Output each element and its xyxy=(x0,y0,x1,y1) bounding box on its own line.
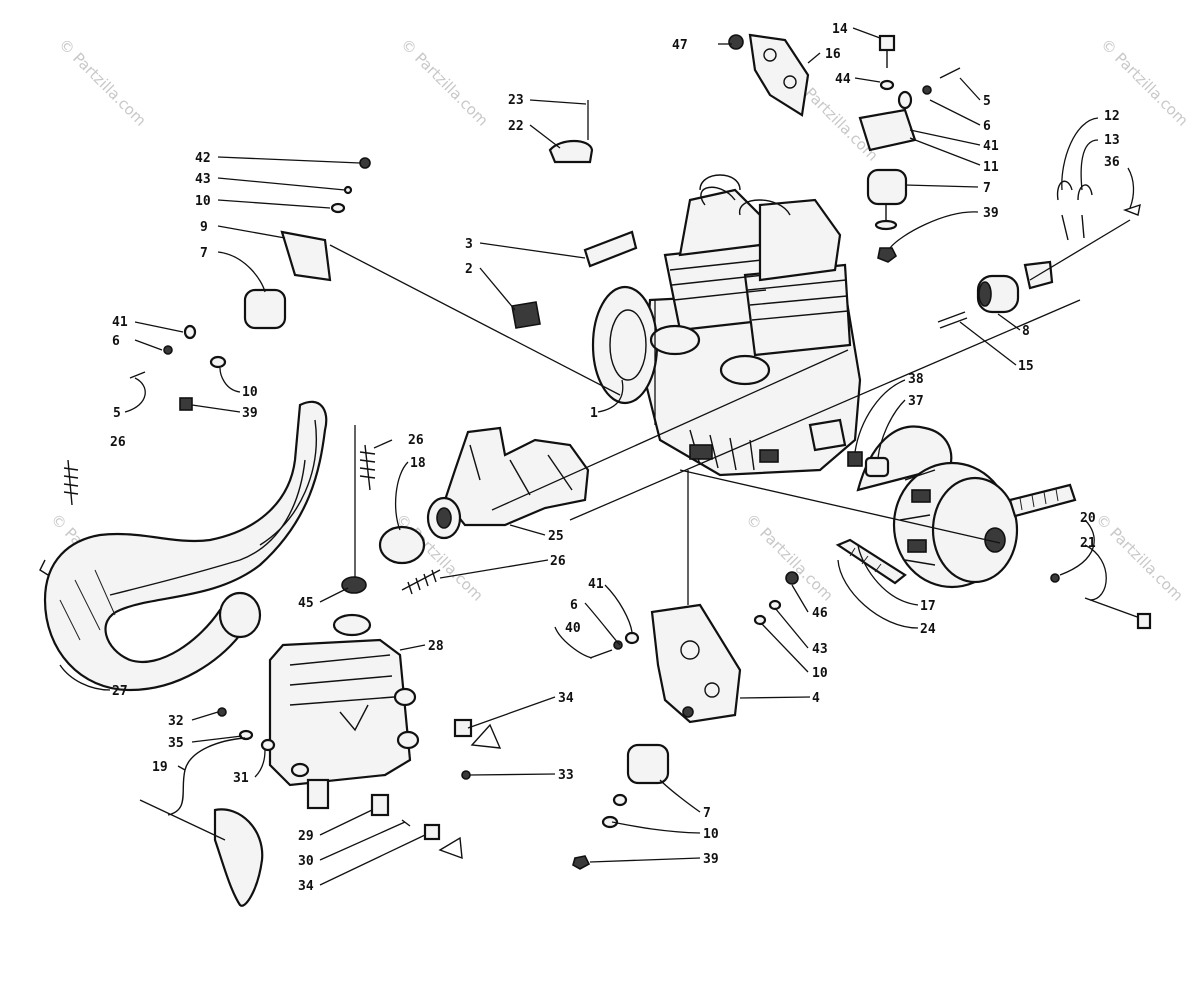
callout-label: 26 xyxy=(550,554,566,569)
callout-label: 43 xyxy=(812,642,828,657)
callout-label: 18 xyxy=(410,456,426,471)
callout-label: 7 xyxy=(200,246,208,261)
callout-label: 19 xyxy=(152,760,168,775)
callout-label: 20 xyxy=(1080,511,1096,526)
callout-label: 39 xyxy=(242,406,258,421)
callout-label: 9 xyxy=(200,220,208,235)
manifold-icon xyxy=(426,426,590,540)
callout-label: 8 xyxy=(1022,324,1030,339)
bracket-icon xyxy=(280,230,332,282)
callout-labels: 47 16 14 44 5 23 22 6 41 11 7 39 12 13 3… xyxy=(110,22,1120,894)
callout-label: 17 xyxy=(920,599,936,614)
leader-lines xyxy=(59,27,1135,886)
callout-label: 41 xyxy=(112,315,128,330)
callout-label: 5 xyxy=(983,94,991,109)
callout-label: 10 xyxy=(242,385,258,400)
bracket-icon xyxy=(748,33,810,117)
spring-icon xyxy=(63,459,79,506)
callout-label: 37 xyxy=(908,394,924,409)
watermark: © Partzilla.com xyxy=(397,35,492,130)
callout-label: 47 xyxy=(672,38,688,53)
callout-label: 11 xyxy=(983,160,999,175)
gasket-icon xyxy=(341,576,367,594)
heat-shield-icon xyxy=(213,808,264,907)
callout-label: 30 xyxy=(298,854,314,869)
spacer-icon xyxy=(847,451,863,467)
callout-label: 33 xyxy=(558,768,574,783)
callout-label: 10 xyxy=(812,666,828,681)
callout-label: 29 xyxy=(298,829,314,844)
callout-label: 40 xyxy=(565,621,581,636)
callout-label: 7 xyxy=(703,806,711,821)
callout-label: 26 xyxy=(408,433,424,448)
callout-label: 34 xyxy=(298,879,314,894)
callout-label: 43 xyxy=(195,172,211,187)
callout-label: 1 xyxy=(590,406,598,421)
callout-label: 13 xyxy=(1104,133,1120,148)
callout-label: 42 xyxy=(195,151,211,166)
callout-label: 39 xyxy=(703,852,719,867)
callout-label: 35 xyxy=(168,736,184,751)
watermark: © Partzilla.com xyxy=(742,510,837,605)
engine-icon xyxy=(591,174,862,477)
callout-label: 22 xyxy=(508,119,524,134)
spacer-icon xyxy=(864,456,890,478)
mount-icon xyxy=(243,288,287,330)
cover-icon xyxy=(548,139,594,164)
callout-label: 6 xyxy=(112,334,120,349)
mount-icon xyxy=(866,168,908,206)
callout-label: 6 xyxy=(983,119,991,134)
callout-label: 36 xyxy=(1104,155,1120,170)
callout-label: 45 xyxy=(298,596,314,611)
callout-label: 46 xyxy=(812,606,828,621)
bolt-icon xyxy=(1084,597,1141,619)
mount-icon xyxy=(626,743,670,785)
callout-label: 39 xyxy=(983,206,999,221)
callout-label: 38 xyxy=(908,372,924,387)
clutch-icon xyxy=(856,425,1019,589)
callout-label: 26 xyxy=(110,435,126,450)
watermark: © Partzilla.com xyxy=(1092,510,1187,605)
callout-label: 10 xyxy=(195,194,211,209)
spring-icon xyxy=(401,569,441,595)
callout-label: 4 xyxy=(812,691,820,706)
bracket-icon xyxy=(650,603,742,724)
callout-label: 34 xyxy=(558,691,574,706)
decal-icon xyxy=(583,230,638,268)
decal-icon xyxy=(511,301,541,329)
callout-label: 14 xyxy=(832,22,848,37)
callout-label: 2 xyxy=(465,262,473,277)
callout-label: 23 xyxy=(508,93,524,108)
belt-icon xyxy=(835,538,907,585)
exhaust-pipe-icon xyxy=(39,400,328,692)
callout-label: 28 xyxy=(428,639,444,654)
callout-label: 5 xyxy=(113,406,121,421)
callout-label: 10 xyxy=(703,827,719,842)
callout-label: 12 xyxy=(1104,109,1120,124)
bolt-icon xyxy=(878,34,896,52)
callout-label: 41 xyxy=(983,139,999,154)
watermark: © Partzilla.com xyxy=(55,35,150,130)
callout-label: 7 xyxy=(983,181,991,196)
belt-icon xyxy=(1008,483,1077,518)
callout-label: 3 xyxy=(465,237,473,252)
muffler-icon xyxy=(268,613,420,810)
callout-label: 32 xyxy=(168,714,184,729)
gasket-icon xyxy=(378,525,426,565)
callout-label: 44 xyxy=(835,72,851,87)
grommet-icon xyxy=(453,718,473,738)
bracket-icon xyxy=(858,108,917,152)
callout-label: 6 xyxy=(570,598,578,613)
callout-label: 41 xyxy=(588,577,604,592)
callout-label: 15 xyxy=(1018,359,1034,374)
callout-label: 16 xyxy=(825,47,841,62)
spring-icon xyxy=(359,444,376,491)
clip-icon xyxy=(1056,180,1093,201)
callout-label: 24 xyxy=(920,622,936,637)
callout-label: 31 xyxy=(233,771,249,786)
callout-label: 25 xyxy=(548,529,564,544)
callout-label: 21 xyxy=(1080,536,1096,551)
callout-label: 27 xyxy=(112,684,128,699)
